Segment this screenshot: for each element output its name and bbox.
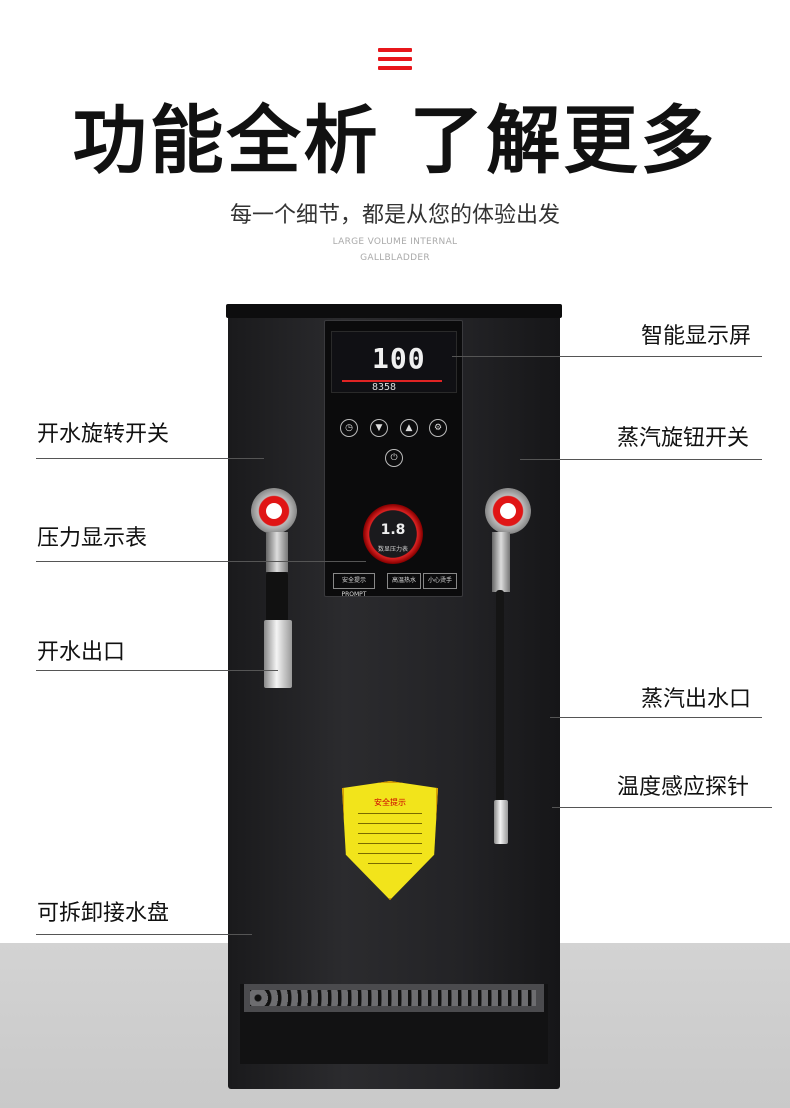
label-temp-probe: 温度感应探针: [617, 775, 750, 800]
cup-icon: [266, 503, 282, 519]
settings-gear-icon[interactable]: ⚙: [429, 419, 447, 437]
english-caption: LARGE VOLUME INTERNAL GALLBLADDER: [0, 234, 790, 266]
line-water-outlet: [36, 670, 278, 671]
boiling-outlet-sleeve: [266, 572, 288, 622]
hot-water-tag: 高温热水: [387, 573, 421, 589]
line-temp-probe: [552, 807, 772, 808]
steam-icon: [500, 503, 516, 519]
steam-probe-tip: [494, 800, 508, 844]
careful-tag: 小心烫手: [423, 573, 457, 589]
line-drip-tray: [36, 934, 252, 935]
label-pressure-gauge: 压力显示表: [37, 526, 148, 551]
up-button-icon[interactable]: ▲: [400, 419, 418, 437]
steam-knob[interactable]: [485, 488, 531, 534]
temperature-readout: 100: [372, 342, 426, 375]
pressure-gauge-dial: 1.8 数显压力表: [363, 504, 423, 564]
menu-icon[interactable]: [378, 48, 412, 72]
boiling-water-nozzle: [264, 620, 292, 688]
label-steam-switch: 蒸汽旋钮开关: [617, 426, 750, 451]
label-steam-outlet: 蒸汽出水口: [641, 687, 752, 712]
english-line-2: GALLBLADDER: [360, 253, 430, 263]
drip-tray-grate: [250, 990, 536, 1006]
timer-icon[interactable]: ◷: [340, 419, 358, 437]
label-water-outlet: 开水出口: [37, 640, 126, 665]
lcd-screen: 100 8358: [331, 331, 457, 393]
secondary-readout: 8358: [372, 382, 397, 393]
line-steam-switch: [520, 459, 762, 460]
steam-wand-pipe: [496, 590, 504, 810]
boiling-valve-pipe: [266, 532, 288, 572]
english-line-1: LARGE VOLUME INTERNAL: [332, 237, 458, 247]
label-boiling-switch: 开水旋转开关: [37, 422, 170, 447]
down-button-icon[interactable]: ▼: [370, 419, 388, 437]
steam-valve-pipe: [492, 532, 510, 592]
pressure-readout: 1.8: [380, 522, 406, 538]
gauge-label: 数显压力表: [377, 546, 408, 553]
line-boiling-switch: [36, 458, 264, 459]
lcd-red-bar: [342, 380, 442, 382]
power-icon[interactable]: ⏻: [385, 449, 403, 467]
page-subtitle: 每一个细节，都是从您的体验出发: [229, 203, 560, 228]
control-panel: 100 8358 ◷ ▼ ▲ ⚙ ⏻ 1.8 数显压力表 安全提示 PROMPT…: [324, 320, 463, 598]
machine-top-lid: [226, 304, 562, 318]
label-drip-tray: 可拆卸接水盘: [37, 901, 170, 926]
line-smart-display: [452, 356, 762, 357]
boiling-water-knob[interactable]: [251, 488, 297, 534]
label-smart-display: 智能显示屏: [641, 324, 752, 349]
safety-tag: 安全提示 PROMPT: [333, 573, 375, 598]
page-title: 功能全析 了解更多: [72, 98, 718, 184]
line-pressure-gauge: [36, 561, 366, 562]
line-steam-outlet: [550, 717, 762, 718]
shield-title: 安全提示: [374, 798, 406, 807]
